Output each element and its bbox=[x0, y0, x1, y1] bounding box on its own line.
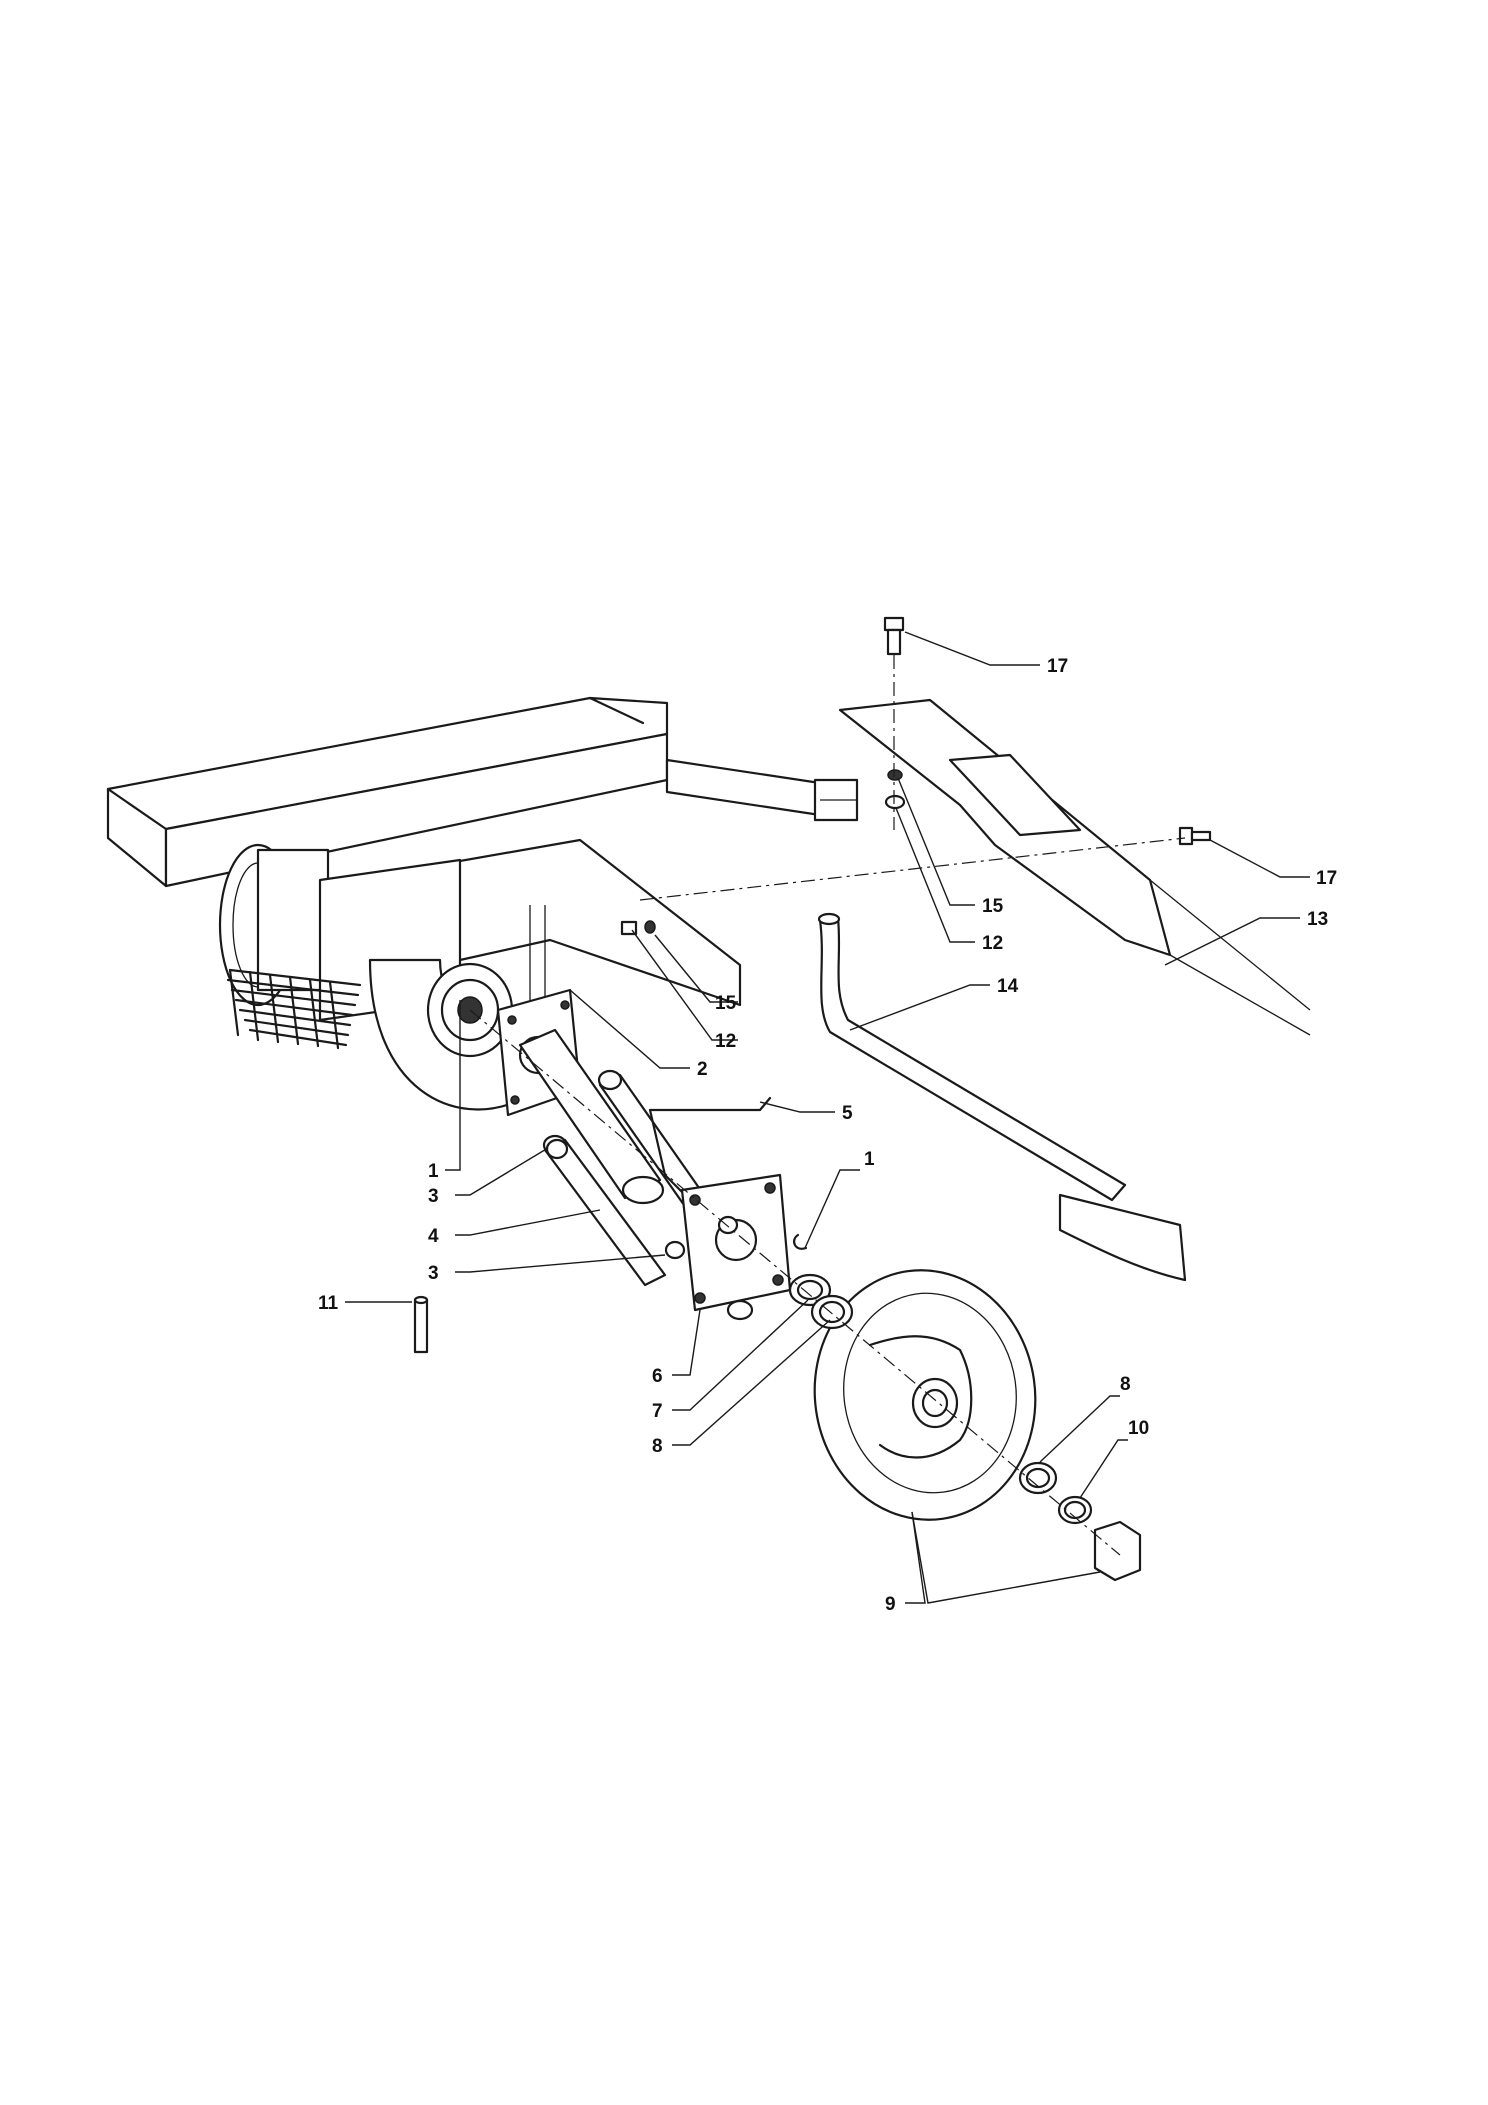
callout-12-left: 12 bbox=[715, 1031, 736, 1052]
callout-11: 11 bbox=[318, 1293, 339, 1314]
callout-15-left: 15 bbox=[715, 993, 737, 1014]
hopper-tray bbox=[106, 696, 669, 888]
rear-wheel bbox=[218, 843, 330, 1007]
callout-14: 14 bbox=[997, 976, 1019, 997]
callout-6: 6 bbox=[652, 1366, 663, 1387]
callout-13: 13 bbox=[1307, 909, 1328, 930]
leader-lines bbox=[345, 631, 1310, 1604]
callout-17-top: 17 bbox=[1047, 656, 1068, 677]
wheel-bushings bbox=[788, 1273, 1142, 1582]
machine-body bbox=[106, 696, 859, 1111]
handle-arm bbox=[665, 758, 859, 822]
front-wheel bbox=[813, 1269, 1037, 1521]
callout-1-left: 1 bbox=[428, 1161, 439, 1182]
callout-10: 10 bbox=[1128, 1418, 1149, 1439]
callout-8-right: 8 bbox=[1120, 1374, 1131, 1395]
front-mounting-plate bbox=[680, 1173, 792, 1321]
cover-plate bbox=[838, 698, 1311, 1036]
callout-9: 9 bbox=[885, 1594, 896, 1615]
callout-7: 7 bbox=[652, 1401, 663, 1422]
callout-15-right: 15 bbox=[982, 896, 1004, 917]
callout-3-lower: 3 bbox=[428, 1263, 439, 1284]
callout-4: 4 bbox=[428, 1226, 439, 1247]
callout-12-right: 12 bbox=[982, 933, 1003, 954]
callout-5: 5 bbox=[842, 1103, 853, 1124]
callout-3-upper: 3 bbox=[428, 1186, 439, 1207]
callout-8-left: 8 bbox=[652, 1436, 663, 1457]
assembly-axes bbox=[469, 655, 1186, 1556]
callout-2: 2 bbox=[697, 1059, 708, 1080]
callout-1-right: 1 bbox=[864, 1149, 875, 1170]
axle-tube bbox=[518, 1028, 665, 1205]
handle-bar bbox=[817, 912, 1187, 1282]
callout-17-right: 17 bbox=[1316, 868, 1337, 889]
fasteners bbox=[413, 616, 1212, 1354]
scarifier-tines bbox=[226, 968, 362, 1050]
motor-housing bbox=[318, 838, 742, 1111]
bracket-assembly bbox=[496, 988, 808, 1321]
callout-labels: 17 17 13 15 12 14 15 12 2 5 1 1 3 4 3 11… bbox=[318, 656, 1337, 1615]
circlip bbox=[793, 1233, 808, 1250]
